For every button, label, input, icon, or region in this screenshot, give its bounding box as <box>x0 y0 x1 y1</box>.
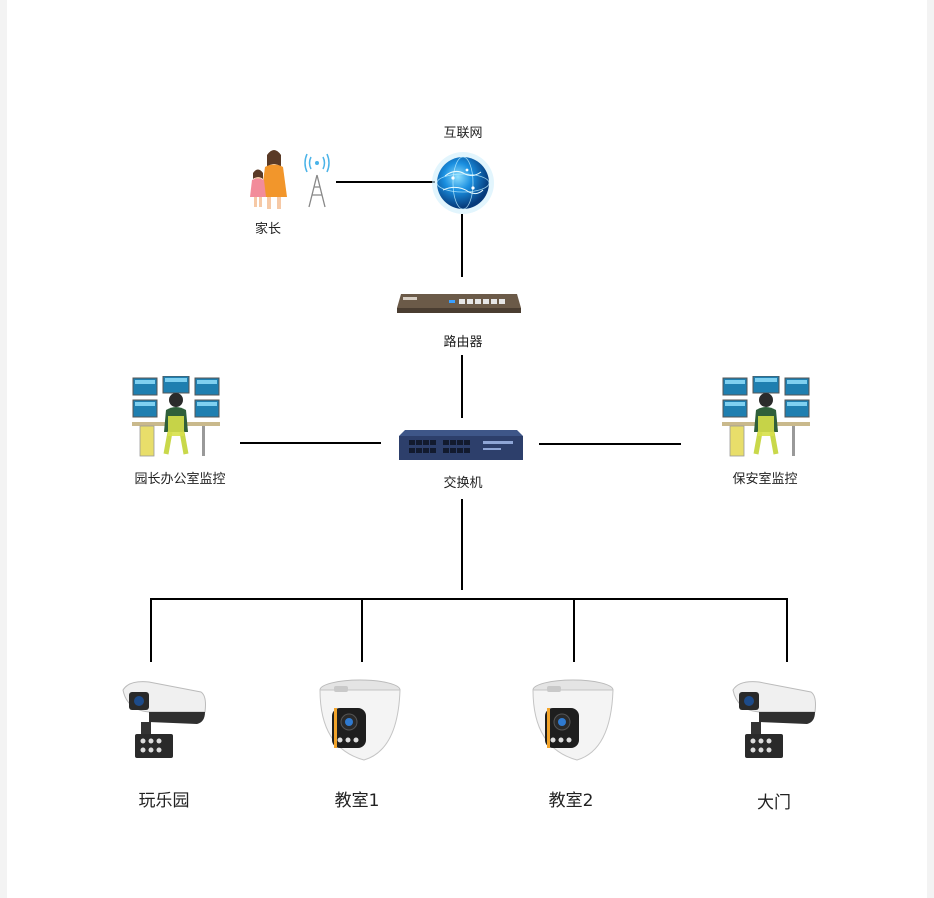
link-parent-internet <box>336 181 435 183</box>
dome-camera-icon <box>312 676 404 762</box>
security-monitor-label: 保安室监控 <box>732 472 798 487</box>
internet-label: 互联网 <box>443 126 483 141</box>
camera-class1-label: 教室1 <box>334 791 380 811</box>
camera-gate-label: 大门 <box>757 793 791 813</box>
camera-playground-label: 玩乐园 <box>138 791 190 811</box>
parent-child-icon <box>245 145 337 213</box>
drop-class1 <box>361 598 363 662</box>
dome-camera-icon <box>525 676 617 762</box>
bullet-camera-icon <box>119 678 209 762</box>
camera-bus <box>150 598 788 600</box>
network-switch-icon <box>399 428 523 462</box>
bullet-camera-icon <box>729 678 819 762</box>
switch-label: 交换机 <box>443 476 483 491</box>
drop-class2 <box>573 598 575 662</box>
network-diagram: 互联网 家长 <box>7 0 927 898</box>
router-icon <box>397 288 521 316</box>
drop-gate <box>786 598 788 662</box>
principal-monitor-label: 园长办公室监控 <box>134 472 226 487</box>
globe-icon <box>429 150 497 216</box>
link-internet-router <box>461 214 463 277</box>
link-switch-security <box>539 443 681 445</box>
parent-label: 家长 <box>254 222 282 237</box>
camera-class2-label: 教室2 <box>548 791 594 811</box>
monitoring-station-icon <box>130 376 222 460</box>
link-principal-switch <box>240 442 381 444</box>
router-label: 路由器 <box>443 335 483 350</box>
link-router-switch <box>461 355 463 418</box>
drop-playground <box>150 598 152 662</box>
link-switch-bus <box>461 499 463 590</box>
monitoring-station-icon <box>720 376 812 460</box>
